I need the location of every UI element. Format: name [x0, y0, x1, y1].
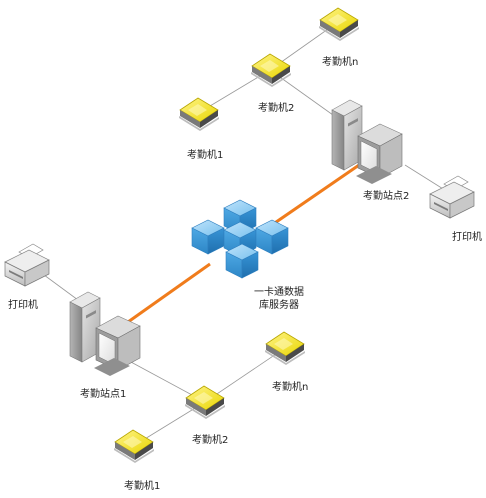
link-station-2-to-printer [404, 164, 449, 193]
link-station-1-to-machine-2-bottom [117, 354, 206, 403]
printer-icon [4, 243, 50, 287]
attendance-machine-icon [184, 385, 226, 420]
computer-workstation-icon [331, 99, 403, 185]
attendance-machine-icon [264, 331, 306, 366]
link-machine-2-to-machine-n-bottom [204, 347, 286, 403]
printer-icon [429, 175, 475, 219]
computer-workstation-icon [69, 291, 141, 377]
bottom-machine-2-label: 考勤机2 [192, 435, 229, 446]
backbone-link-bottom [127, 262, 211, 324]
bottom-machine-n-label: 考勤机n [272, 382, 309, 393]
server-label: 一卡通数据 库服务器 [244, 286, 314, 312]
server-label-line1: 一卡通数据 [254, 287, 304, 298]
attendance-machine-icon [318, 7, 360, 42]
attendance-machine-icon [178, 97, 220, 132]
printer-bottom-label: 打印机 [8, 300, 38, 311]
printer-top-label: 打印机 [452, 232, 482, 243]
top-machine-2-label: 考勤机2 [258, 103, 295, 114]
top-machine-1-label: 考勤机1 [187, 150, 224, 161]
attendance-machine-icon [113, 429, 155, 464]
bottom-machine-1-label: 考勤机1 [124, 481, 161, 492]
link-printer-to-station-1 [39, 271, 79, 301]
server-label-line2: 库服务器 [259, 300, 299, 311]
link-machine-2-to-station-2 [269, 69, 341, 121]
top-machine-n-label: 考勤机n [322, 57, 359, 68]
station-1-label: 考勤站点1 [80, 389, 127, 400]
station-2-label: 考勤站点2 [363, 191, 410, 202]
